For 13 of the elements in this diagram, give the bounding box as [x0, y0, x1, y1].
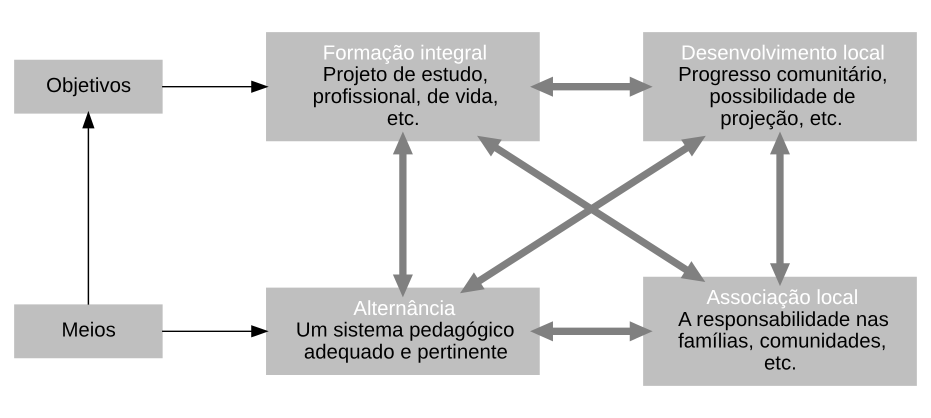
node-box: Desenvolvimento local Progresso comunitário, possibilidade de projeção, etc. — [643, 32, 917, 142]
arrow — [770, 132, 790, 286]
arrow — [162, 325, 269, 338]
arrow — [530, 76, 653, 97]
node-box: Associação local A responsabilidade nas famílias, comunidades, etc. — [643, 276, 917, 386]
node-box: Formação integral Projeto de estudo, profissional, de vida, etc. — [266, 32, 540, 142]
node-box: Objetivos — [14, 60, 163, 114]
arrow — [82, 110, 95, 305]
node-box: Alternância Um sistema pedagógico adequado e pertinente — [266, 288, 540, 375]
node-box: Meios — [14, 304, 163, 358]
arrow — [530, 321, 653, 342]
arrow — [162, 80, 269, 93]
arrow — [392, 132, 413, 298]
